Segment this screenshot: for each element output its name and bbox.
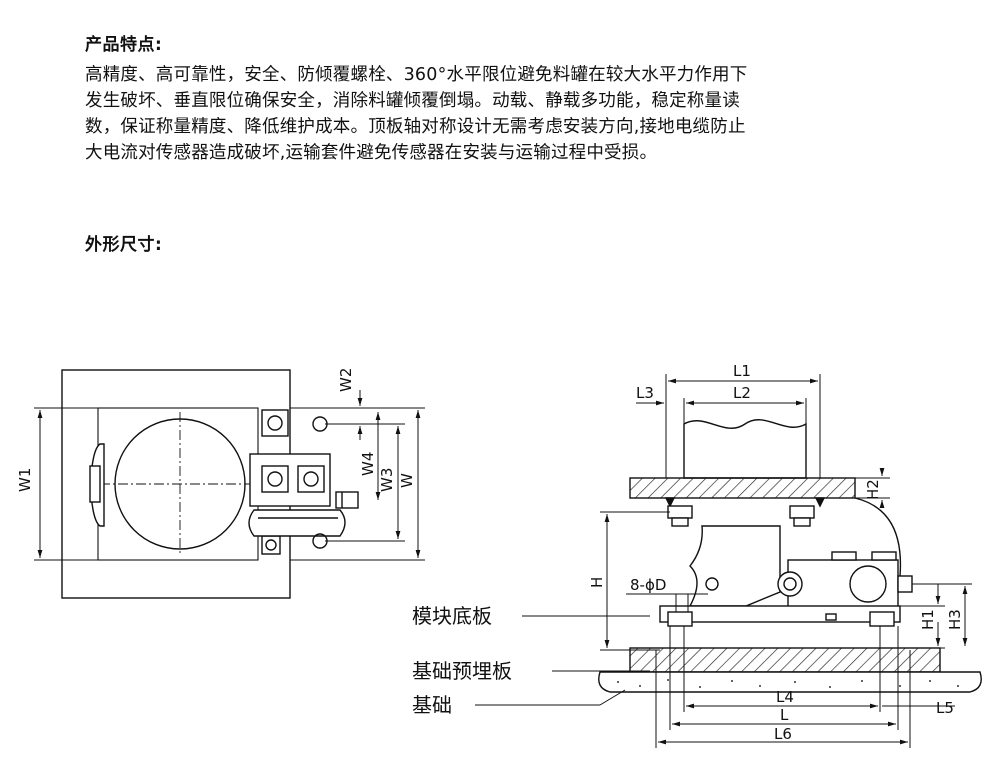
side-view [598,419,982,693]
features-line: 大电流对传感器造成破坏,运输套件避免传感器在安装与运输过程中受损。 [85,143,658,163]
dimensions-heading: 外形尺寸: [85,235,163,255]
features-heading: 产品特点: [85,35,163,55]
label-embedded-plate: 基础预埋板 [412,659,512,683]
dim-H2: H2 [864,479,882,500]
dim-L: L [780,706,789,724]
dim-H3: H3 [946,609,964,630]
features-line: 高精度、高可靠性，安全、防倾覆螺栓、360°水平限位避免料罐在较大水平力作用下 [85,65,748,85]
dim-hole: 8-ϕD [630,576,666,594]
foundation-texture [617,679,959,688]
dim-L3: L3 [636,384,654,402]
dim-W1: W1 [16,468,34,492]
label-module-base: 模块底板 [412,604,492,628]
top-view [61,369,359,599]
dim-W: W [398,473,416,488]
features-paragraph: 高精度、高可靠性，安全、防倾覆螺栓、360°水平限位避免料罐在较大水平力作用下 … [85,62,915,166]
dim-W2: W2 [337,368,355,392]
dim-W4: W4 [359,452,377,476]
dim-L2: L2 [733,384,751,402]
top-view-dimensions [34,390,425,561]
side-view-dimensions [475,374,972,748]
features-line: 发生破坏、垂直限位确保安全，消除料罐倾覆倒塌。动载、静载多功能，稳定称量读 [85,91,740,111]
dim-W3: W3 [378,468,396,492]
dim-L6: L6 [774,725,792,743]
dim-H: H [588,577,606,588]
label-foundation: 基础 [412,693,452,717]
dim-H1: H1 [919,609,937,630]
dim-L4: L4 [776,688,794,706]
features-line: 数，保证称量精度、降低维护成本。顶板轴对称设计无需考虑安装方向,接地电缆防止 [85,117,746,137]
dim-L5: L5 [936,699,954,717]
dim-L1: L1 [733,362,751,380]
